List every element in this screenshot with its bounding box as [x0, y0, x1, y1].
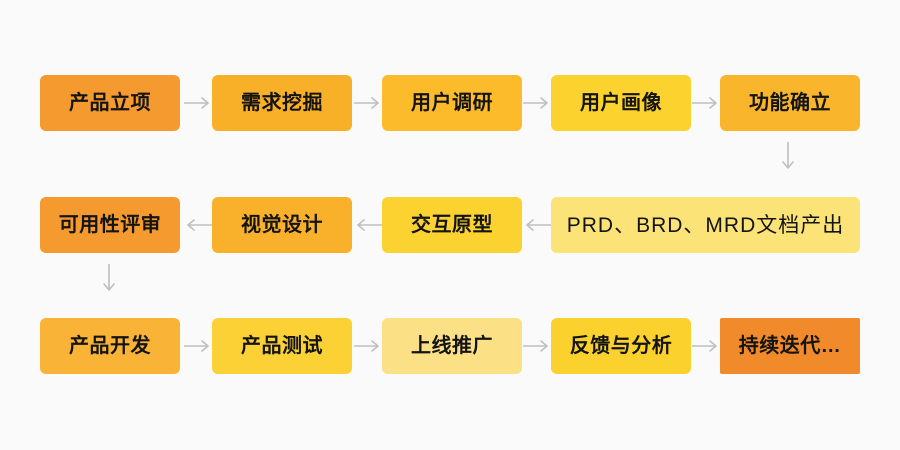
arrow-left-2-1-icon	[521, 215, 553, 235]
flow-node[interactable]: 用户调研	[382, 75, 522, 131]
flow-node[interactable]: 可用性评审	[40, 197, 180, 253]
flow-node[interactable]: 用户画像	[551, 75, 691, 131]
arrow-right-1-1-icon	[182, 93, 214, 113]
flow-node[interactable]: 产品测试	[212, 318, 352, 374]
arrow-left-2-3-icon	[182, 215, 214, 235]
flow-node[interactable]: 反馈与分析	[551, 318, 691, 374]
arrow-down-row2-to-row3-icon	[99, 262, 119, 296]
flow-node[interactable]: 需求挖掘	[212, 75, 352, 131]
flow-node[interactable]: 持续迭代…	[720, 318, 860, 374]
arrow-right-1-2-icon	[352, 93, 384, 113]
arrow-right-3-2-icon	[352, 336, 384, 356]
arrow-right-1-4-icon	[690, 93, 722, 113]
flow-node[interactable]: 上线推广	[382, 318, 522, 374]
arrow-right-3-3-icon	[521, 336, 553, 356]
flow-node[interactable]: 产品开发	[40, 318, 180, 374]
flow-node[interactable]: 产品立项	[40, 75, 180, 131]
flow-node[interactable]: PRD、BRD、MRD文档产出	[551, 197, 860, 253]
flow-node[interactable]: 视觉设计	[212, 197, 352, 253]
arrow-left-2-2-icon	[352, 215, 384, 235]
arrow-right-3-4-icon	[690, 336, 722, 356]
flow-node[interactable]: 交互原型	[382, 197, 522, 253]
flow-node[interactable]: 功能确立	[720, 75, 860, 131]
arrow-down-row1-to-row2-icon	[778, 140, 798, 174]
arrow-right-3-1-icon	[182, 336, 214, 356]
arrow-right-1-3-icon	[521, 93, 553, 113]
